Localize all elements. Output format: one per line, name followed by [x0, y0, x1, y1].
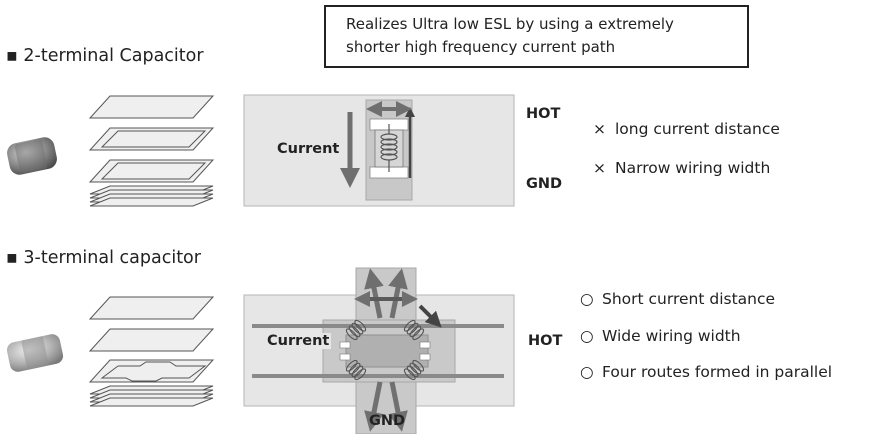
three-terminal-feature-3: ○ Four routes formed in parallel	[580, 363, 832, 381]
two-terminal-gnd-label: GND	[526, 176, 563, 192]
cross-mark-icon: ×	[593, 159, 606, 177]
cross-mark-icon: ×	[593, 120, 606, 138]
current-arrow-icon	[340, 101, 415, 188]
circle-mark-icon: ○	[580, 363, 594, 381]
inductor-coil-icon	[380, 124, 398, 172]
three-terminal-feature-1: ○ Short current distance	[580, 290, 775, 308]
two-terminal-title: ▪ 2-terminal Capacitor	[6, 46, 204, 66]
capacitor-chip-icon	[7, 137, 57, 175]
feature-text: long current distance	[615, 120, 780, 138]
three-terminal-current-label: Current	[265, 333, 332, 349]
callout-box: Realizes Ultra low ESL by using a extrem…	[324, 5, 749, 68]
feature-text: Short current distance	[602, 290, 776, 308]
feature-text: Four routes formed in parallel	[602, 363, 833, 381]
two-terminal-feature-2: × Narrow wiring width	[593, 159, 770, 177]
three-terminal-feature-2: ○ Wide wiring width	[580, 327, 741, 345]
inductor-coil-icon-3t	[339, 319, 431, 381]
feature-text: Wide wiring width	[602, 327, 741, 345]
layer-stack-icon	[88, 95, 215, 207]
layer-stack-icon-3t	[88, 296, 215, 407]
three-terminal-hot-label: HOT	[528, 333, 563, 349]
callout-line-2: shorter high frequency current path	[346, 38, 616, 56]
two-terminal-current-label: Current	[277, 141, 340, 157]
two-terminal-feature-1: × long current distance	[593, 120, 780, 138]
circle-mark-icon: ○	[580, 290, 594, 308]
three-terminal-gnd-label: GND	[369, 413, 406, 429]
callout-text: Realizes Ultra low ESL by using a extrem…	[346, 13, 674, 59]
three-terminal-panel	[243, 267, 515, 434]
current-arrow-icon-3t	[354, 268, 442, 432]
callout-line-1: Realizes Ultra low ESL by using a extrem…	[346, 15, 674, 33]
circle-mark-icon: ○	[580, 327, 594, 345]
two-terminal-panel	[243, 94, 515, 207]
capacitor-chip-icon-3t	[6, 334, 64, 372]
feature-text: Narrow wiring width	[615, 159, 771, 177]
two-terminal-hot-label: HOT	[526, 106, 561, 122]
three-terminal-title: ▪ 3-terminal capacitor	[6, 248, 201, 268]
